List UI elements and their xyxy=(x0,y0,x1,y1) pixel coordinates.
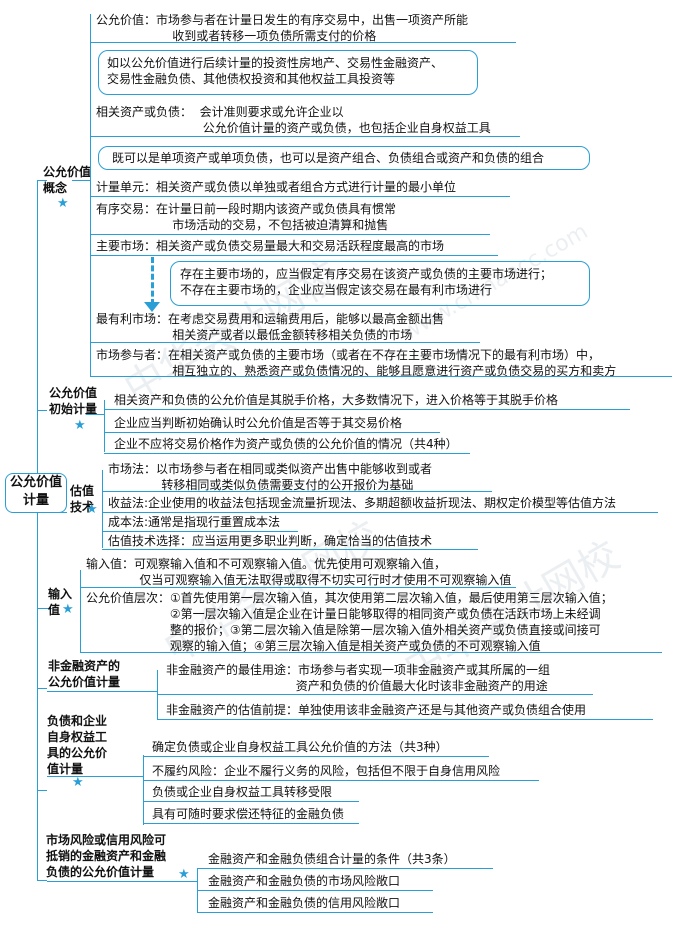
underline xyxy=(197,912,433,913)
initial-item: 企业不应将交易价格作为资产或负债的公允价值的情况（共4种） xyxy=(114,437,458,451)
dashed-arrow xyxy=(151,257,154,305)
underline xyxy=(102,531,298,532)
orderly-transaction: 有序交易：在计量日前一段时期内该资产或负债具有惯常 市场活动的交易，不包括被迫清… xyxy=(96,202,397,232)
advantageous-market: 最有利市场：在考虑交易费用和运输费用后，能够以最高金额出售 相关资产或者以最低金… xyxy=(96,312,445,342)
liabilities-bracket xyxy=(143,755,144,825)
cost-approach: 成本法:通常是指现行重置成本法 xyxy=(108,515,281,529)
market-assumption-text: 存在主要市场的，应当假定有序交易在该资产或负债的主要市场进行； 不存在主要市场的… xyxy=(180,267,553,297)
unit-scope-box xyxy=(98,146,590,170)
underline xyxy=(102,491,492,492)
market-assumption-box xyxy=(170,261,590,306)
connector xyxy=(37,880,47,881)
fair-value-def: 公允价值：市场参与者在计量日发生的有序交易中，出售一项资产所能 收到或者转移一项… xyxy=(96,13,469,43)
underline xyxy=(47,776,143,777)
offset-item: 金融资产和金融负债的市场风险敞口 xyxy=(208,874,401,888)
underline xyxy=(47,691,157,692)
concept-title: 公允价值 概念 xyxy=(43,165,92,195)
underline xyxy=(143,801,359,802)
initial-title: 公允价值 初始计量 xyxy=(49,386,98,416)
liability-item: 不履约风险：企业不履行义务的风险，包括但不限于自身信用风险 xyxy=(152,764,501,778)
input-bracket xyxy=(80,570,81,652)
underline xyxy=(157,694,593,695)
connector xyxy=(37,688,47,689)
connector xyxy=(37,790,47,791)
star-icon: ★ xyxy=(62,602,74,617)
underline xyxy=(90,136,520,137)
underline xyxy=(80,587,516,588)
valuation-premise: 非金融资产的估值前提：单独使用该非金融资产还是与其他资产或负债组合使用 xyxy=(166,703,587,717)
underline xyxy=(90,234,490,235)
underline xyxy=(102,549,478,550)
underline xyxy=(90,42,516,43)
example-box xyxy=(98,50,478,95)
underline xyxy=(143,823,359,824)
offset-title: 市场风险或信用风险可 抵销的金融资产和金融 负债的公允价值计量 xyxy=(46,833,167,879)
underline xyxy=(90,255,498,256)
underline xyxy=(90,342,480,343)
nonfinancial-bracket xyxy=(157,670,158,720)
initial-item: 相关资产和负债的公允价值是其脱手价格，大多数情况下，进入价格等于其脱手价格 xyxy=(114,393,559,407)
fair-value-hierarchy: 公允价值层次：①首先使用第一层次输入值，其次使用第二层次输入值，最后使用第三层次… xyxy=(86,591,613,653)
underline xyxy=(197,890,433,891)
initial-item: 企业应当判断初始确认时公允价值是否等于其交易价格 xyxy=(114,416,403,430)
input-title: 输入 值 xyxy=(48,587,73,617)
connector xyxy=(37,608,52,609)
technique-choice: 估值技术选择：应当运用更多职业判断，确定恰当的估值技术 xyxy=(108,534,433,548)
concept-bracket xyxy=(90,14,91,376)
technique-title: 估值 技术 xyxy=(70,484,95,514)
underline xyxy=(143,780,539,781)
underline xyxy=(104,409,630,410)
market-participants: 市场参与者：在相关资产或负债的主要市场（或者在不存在主要市场情况下的最有利市场）… xyxy=(96,348,617,378)
underline xyxy=(157,719,653,720)
technique-bracket xyxy=(102,470,103,548)
underline xyxy=(104,453,470,454)
offset-item: 金融资产和金融负债组合计量的条件（共3条） xyxy=(208,852,456,866)
unit-of-account: 计量单元：相关资产或负债以单独或者组合方式进行计量的最小单位 xyxy=(96,180,457,194)
underline xyxy=(80,652,662,653)
connector xyxy=(86,414,104,415)
star-icon: ★ xyxy=(178,867,190,882)
initial-bracket xyxy=(104,400,105,452)
trunk-line xyxy=(37,180,38,880)
liability-item: 具有可随时要求偿还特征的金融负债 xyxy=(152,807,345,821)
root-node: 公允价值 计量 xyxy=(5,473,67,513)
arrow-head-icon xyxy=(144,302,160,312)
underline xyxy=(104,432,440,433)
unit-scope-text: 既可以是单项资产或单项负债，也可以是资产组合、负债组合或资产和负债的组合 xyxy=(112,151,545,165)
offset-item: 金融资产和金融负债的信用风险敞口 xyxy=(208,896,401,910)
star-icon: ★ xyxy=(57,196,69,211)
underline xyxy=(90,196,510,197)
income-approach: 收益法:企业使用的收益法包括现金流量折现法、多期超额收益折现法、期权定价模型等估… xyxy=(108,496,617,510)
best-use: 非金融资产的最佳用途：市场参与者实现一项非金融资产或其所属的一组 资产和负债的价… xyxy=(166,663,551,693)
star-icon: ★ xyxy=(86,502,98,517)
underline xyxy=(197,868,493,869)
example-text: 如以公允价值进行后续计量的投资性房地产、交易性金融资产、 交易性金融负债、其他债… xyxy=(107,56,444,86)
liability-item: 确定负债或企业自身权益工具公允价值的方法（共3种） xyxy=(152,740,448,754)
star-icon: ★ xyxy=(72,775,84,790)
underline xyxy=(47,881,197,882)
liability-item: 负债或企业自身权益工具转移受限 xyxy=(152,785,333,799)
market-approach: 市场法：以市场参与者在相同或类似资产出售中能够收到或者 转移相同或类似负债需要支… xyxy=(108,462,433,492)
connector xyxy=(72,180,90,181)
nonfinancial-title: 非金融资产的 公允价值计量 xyxy=(48,659,121,689)
underline xyxy=(143,756,489,757)
connector xyxy=(37,180,47,181)
related-asset-def: 相关资产或负债： 会计准则要求或允许企业以 公允价值计量的资产或负债，也包括企业… xyxy=(96,105,491,135)
underline xyxy=(102,512,658,513)
principal-market: 主要市场：相关资产或负债交易量最大和交易活跃程度最高的市场 xyxy=(96,239,445,253)
liabilities-title: 负债和企业 自身权益工 具的公允价 值计量 xyxy=(47,714,108,776)
star-icon: ★ xyxy=(74,418,86,433)
underline xyxy=(90,376,672,377)
input-value-def: 输入值：可观察输入值和不可观察输入值。优先使用可观察输入值， 仅当可观察输入值无… xyxy=(86,557,512,587)
connector xyxy=(37,410,47,411)
